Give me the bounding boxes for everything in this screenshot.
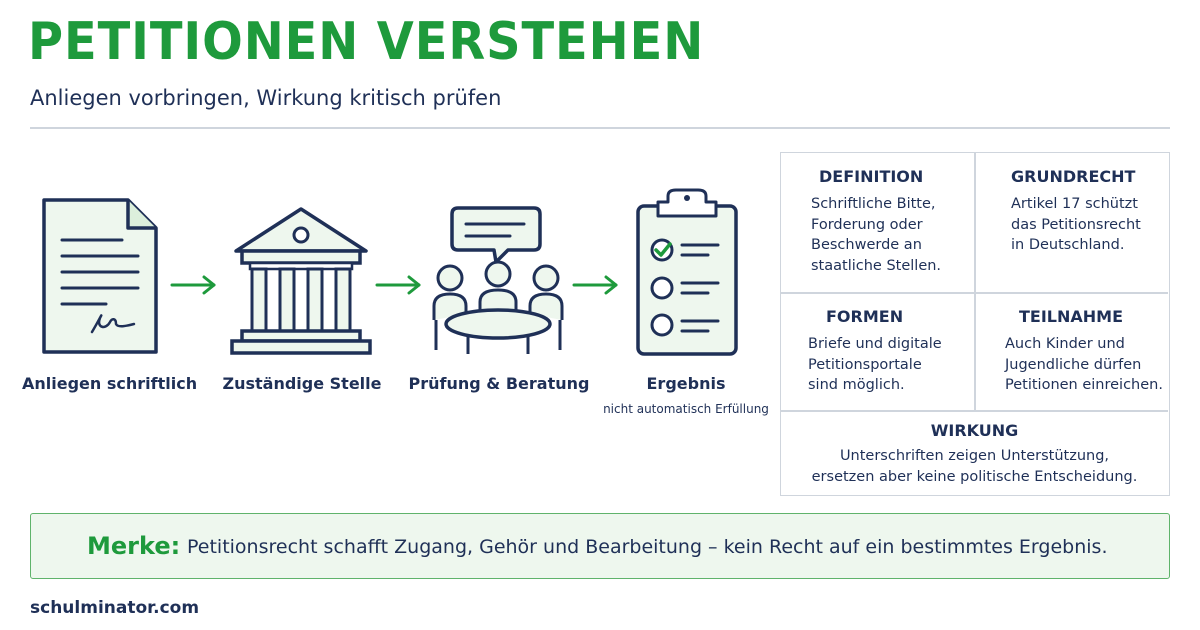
merke-text: Petitionsrecht schafft Zugang, Gehör und… xyxy=(187,536,1108,558)
document-signature-icon xyxy=(42,198,158,354)
arrow-right-icon xyxy=(375,275,421,295)
info-heading: DEFINITION xyxy=(819,167,924,186)
info-heading: TEILNAHME xyxy=(1019,307,1124,326)
info-heading: WIRKUNG xyxy=(930,421,1019,440)
grid-divider xyxy=(781,410,1168,412)
checklist-clipboard-icon xyxy=(636,188,738,356)
government-building-icon xyxy=(230,207,372,355)
info-text: Schriftliche Bitte, Forderung oder Besch… xyxy=(811,196,942,274)
arrow-right-icon xyxy=(572,275,618,295)
info-cell-wirkung: WIRKUNG Unterschriften zeigen Unterstütz… xyxy=(781,421,1168,487)
flow-step-document xyxy=(36,192,166,362)
info-cell-teilnahme: TEILNAHME Auch Kinder und Jugendliche dü… xyxy=(1005,307,1170,396)
merke-box: Merke: Petitionsrecht schafft Zugang, Ge… xyxy=(30,513,1170,579)
arrow-right-icon xyxy=(170,275,216,295)
info-heading: GRUNDRECHT xyxy=(1011,167,1136,186)
info-cell-formen: FORMEN Briefe und digitale Petitionsport… xyxy=(808,307,973,396)
info-text: Briefe und digitale Petitionsportale sin… xyxy=(808,336,942,393)
step-label-building: Zuständige Stelle xyxy=(222,374,382,393)
grid-divider xyxy=(781,292,1168,294)
info-grid: DEFINITION Schriftliche Bitte, Forderung… xyxy=(780,152,1170,496)
meeting-discussion-icon xyxy=(432,206,564,354)
merke-label: Merke: xyxy=(87,532,181,560)
grid-divider xyxy=(974,153,976,411)
info-text: Artikel 17 schützt das Petitionsrecht in… xyxy=(1011,196,1141,253)
flow-step-clipboard xyxy=(632,188,742,360)
header-divider xyxy=(30,127,1170,129)
page-subtitle: Anliegen vorbringen, Wirkung kritisch pr… xyxy=(30,86,502,110)
step-label-document: Anliegen schriftlich xyxy=(22,374,198,393)
info-heading: FORMEN xyxy=(826,307,904,326)
step-note-result: nicht automatisch Erfüllung xyxy=(603,402,769,416)
info-cell-definition: DEFINITION Schriftliche Bitte, Forderung… xyxy=(811,167,971,276)
flow-step-meeting xyxy=(428,200,568,360)
flow-step-building xyxy=(228,205,374,360)
footer-source: schulminator.com xyxy=(30,598,200,618)
page-title: PETITIONEN VERSTEHEN xyxy=(28,12,705,72)
info-cell-grundrecht: GRUNDRECHT Artikel 17 schützt das Petiti… xyxy=(1011,167,1166,256)
step-label-result: Ergebnis xyxy=(646,374,726,393)
info-text: Unterschriften zeigen Unterstützung, ers… xyxy=(811,448,1138,485)
step-label-meeting: Prüfung & Beratung xyxy=(408,374,590,393)
info-text: Auch Kinder und Jugendliche dürfen Petit… xyxy=(1005,336,1163,393)
